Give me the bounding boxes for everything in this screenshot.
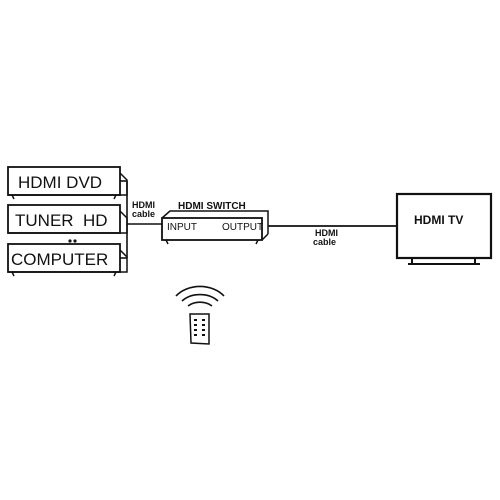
right-cable-label-line1: HDMI	[315, 228, 338, 238]
hdmi-dvd-device: HDMI DVD	[7, 166, 128, 200]
hdmi-tv-label: HDMI TV	[414, 213, 463, 227]
switch-output-label: OUTPUT	[222, 222, 263, 233]
right-cable-label-line2: cable	[313, 237, 336, 247]
source-connectors	[120, 180, 162, 259]
tuner-hd-device: TUNER HD	[7, 204, 128, 234]
hdmi-switch-title: HDMI SWITCH	[178, 201, 246, 212]
tuner-hd-label: TUNER HD	[15, 211, 108, 230]
left-cable-label-line1: HDMI	[132, 200, 155, 210]
left-cable-label-line2: cable	[132, 209, 155, 219]
remote-control-icon	[189, 313, 210, 345]
switch-input-label: INPUT	[167, 222, 197, 233]
computer-device: COMPUTER	[7, 239, 128, 277]
computer-indicator-icon	[68, 239, 77, 243]
hdmi-switch-device: HDMI SWITCH INPUT OUTPUT	[161, 201, 269, 245]
remote-signal-icon	[175, 285, 225, 307]
computer-label: COMPUTER	[11, 250, 108, 269]
hdmi-tv-device: HDMI TV	[395, 192, 493, 265]
hdmi-dvd-label: HDMI DVD	[18, 173, 102, 192]
